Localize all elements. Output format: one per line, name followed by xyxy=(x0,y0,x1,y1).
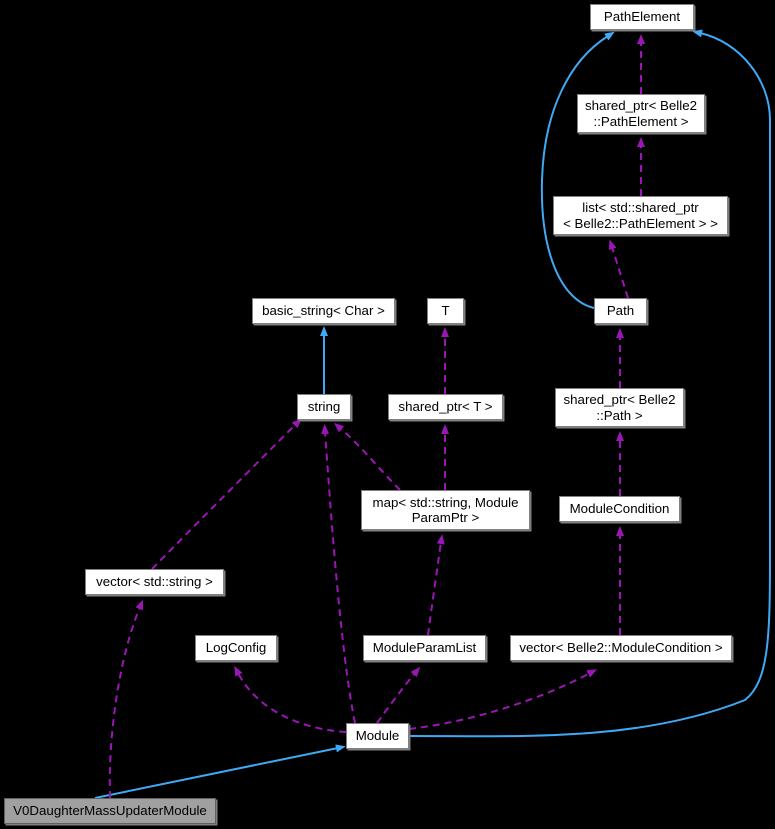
node-label: shared_ptr< Belle2 ::Path > xyxy=(563,392,676,423)
edge-path-pathelement xyxy=(540,31,615,309)
node-label: basic_string< Char > xyxy=(262,303,385,319)
node-label: string xyxy=(307,399,341,415)
edge-v0daughter-vectorstring xyxy=(108,599,144,799)
node-t[interactable]: T xyxy=(427,298,464,324)
node-label: map< std::string, Module ParamPtr > xyxy=(372,494,519,526)
node-label: list< std::shared_ptr < Belle2::PathElem… xyxy=(563,200,718,231)
edge-path-list xyxy=(608,239,629,299)
node-v0daughtermassupdatermodule[interactable]: V0DaughterMassUpdaterModule xyxy=(4,798,216,824)
node-label: ModuleParamList xyxy=(372,640,477,656)
node-label: shared_ptr< T > xyxy=(398,399,493,415)
node-label: shared_ptr< Belle2 ::PathElement > xyxy=(585,98,697,129)
node-label: vector< Belle2::ModuleCondition > xyxy=(519,640,723,656)
node-basic-string[interactable]: basic_string< Char > xyxy=(252,298,395,324)
node-path[interactable]: Path xyxy=(594,298,647,324)
node-label: V0DaughterMassUpdaterModule xyxy=(13,803,207,819)
edge-module-logconfig xyxy=(234,665,347,733)
node-shared-ptr-pathelement[interactable]: shared_ptr< Belle2 ::PathElement > xyxy=(577,94,705,133)
inheritance-edges xyxy=(94,29,771,799)
node-label: Module xyxy=(355,728,400,744)
edge-module-moduleparamlist xyxy=(376,666,421,724)
node-vector-modulecondition[interactable]: vector< Belle2::ModuleCondition > xyxy=(510,635,732,661)
node-label: PathElement xyxy=(603,9,681,25)
node-module[interactable]: Module xyxy=(346,723,409,749)
node-vector-string[interactable]: vector< std::string > xyxy=(85,569,224,595)
node-moduleparamlist[interactable]: ModuleParamList xyxy=(363,635,486,661)
node-pathelement[interactable]: PathElement xyxy=(590,4,694,30)
node-modulecondition[interactable]: ModuleCondition xyxy=(559,496,680,522)
node-shared-ptr-path[interactable]: shared_ptr< Belle2 ::Path > xyxy=(555,388,684,427)
edge-v0daughter-module xyxy=(94,744,346,799)
node-list-shared-ptr-pathelement[interactable]: list< std::shared_ptr < Belle2::PathElem… xyxy=(553,196,728,235)
edge-module-vectormodulecondition xyxy=(408,669,598,730)
edge-module-string xyxy=(321,424,356,724)
node-label: LogConfig xyxy=(205,640,267,656)
node-map-string-moduleparamptr[interactable]: map< std::string, Module ParamPtr > xyxy=(361,490,530,530)
usage-edges xyxy=(108,34,645,799)
edge-module-pathelement xyxy=(408,29,771,738)
edge-moduleparamlist-map xyxy=(427,534,445,636)
node-label: T xyxy=(441,303,450,319)
node-string[interactable]: string xyxy=(297,394,351,420)
node-label: Path xyxy=(606,303,635,319)
node-shared-ptr-t[interactable]: shared_ptr< T > xyxy=(388,394,503,420)
edge-map-string xyxy=(333,422,401,491)
edge-vectorstring-string xyxy=(151,418,302,570)
node-label: vector< std::string > xyxy=(96,574,213,590)
node-label: ModuleCondition xyxy=(569,501,670,517)
node-logconfig[interactable]: LogConfig xyxy=(195,635,277,661)
